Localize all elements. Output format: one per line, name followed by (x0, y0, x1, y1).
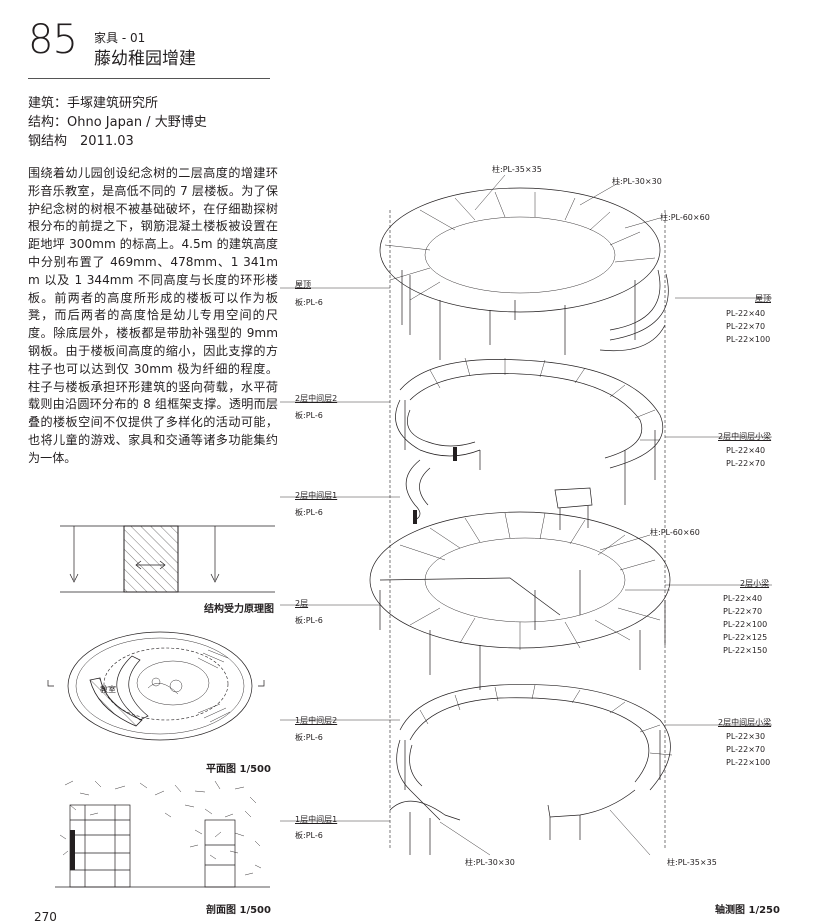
label-f2mid2: 2层中间层2 (295, 394, 338, 403)
label-roof-left-plate: 板:PL-6 (295, 298, 323, 307)
section-drawing (55, 780, 270, 888)
label-roof-right: 屋顶 (755, 294, 771, 303)
page-number: 85 (28, 17, 78, 63)
credit-structure: 结构：Ohno Japan / 大野博史 (28, 115, 207, 130)
footer-page-number: 270 (34, 910, 57, 924)
roof-beam-2: PL-22×70 (726, 322, 766, 331)
plan-drawing (47, 631, 265, 741)
project-description: 围绕着幼儿园创设纪念树的二层高度的增建环形音乐教室，是高低不同的 7 层楼板。为… (28, 166, 278, 465)
label-col-top3: 柱:PL-60×60 (660, 213, 710, 222)
roof-beam-1: PL-22×40 (726, 309, 766, 318)
label-f2: 2层 (295, 599, 309, 608)
section-caption: 剖面图 1/500 (206, 905, 271, 916)
plan-caption: 平面图 1/500 (206, 764, 271, 775)
label-f2mid-beam-title: 2层中间层小梁 (718, 432, 772, 441)
roof-beam-3: PL-22×100 (726, 335, 771, 344)
plan-room-label: 教室 (100, 685, 116, 694)
f2-beam-1: PL-22×40 (723, 594, 763, 603)
f2-beam-2: PL-22×70 (723, 607, 763, 616)
label-col-bot2: 柱:PL-35×35 (667, 858, 717, 867)
credit-type-date: 钢结构 2011.03 (28, 134, 134, 149)
label-col-top2: 柱:PL-30×30 (612, 177, 662, 186)
label-f1mid2: 1层中间层2 (295, 716, 338, 725)
f2mid-beam-2: PL-22×70 (726, 459, 766, 468)
header-divider (28, 78, 270, 79)
f2-beam-4: PL-22×125 (723, 633, 768, 642)
f1mid-beam-1: PL-22×30 (726, 732, 766, 741)
f2mid-beam-1: PL-22×40 (726, 446, 766, 455)
f1mid-beam-2: PL-22×70 (726, 745, 766, 754)
label-roof-left: 屋顶 (295, 280, 311, 289)
axon-caption: 轴测图 1/250 (715, 905, 780, 916)
label-f2-plate: 板:PL-6 (295, 616, 323, 625)
label-f2mid1: 2层中间层1 (295, 491, 338, 500)
label-col-mid: 柱:PL-60×60 (650, 528, 700, 537)
category-label: 家具 - 01 (94, 31, 146, 45)
structure-diagram (60, 525, 275, 593)
label-f2mid1-plate: 板:PL-6 (295, 508, 323, 517)
label-f2-beam-title: 2层小梁 (740, 579, 770, 588)
f2-beam-3: PL-22×100 (723, 620, 768, 629)
f1mid-beam-3: PL-22×100 (726, 758, 771, 767)
credit-architecture: 建筑：手塚建筑研究所 (28, 96, 159, 111)
label-f1mid2-plate: 板:PL-6 (295, 733, 323, 742)
label-col-top1: 柱:PL-35×35 (492, 165, 542, 174)
label-col-bot1: 柱:PL-30×30 (465, 858, 515, 867)
label-f1mid1: 1层中间层1 (295, 815, 338, 824)
label-f1mid-beam-title: 2层中间层小梁 (718, 718, 772, 727)
label-f2mid2-plate: 板:PL-6 (295, 411, 323, 420)
axonometric-drawing (280, 174, 772, 856)
structure-caption: 结构受力原理图 (204, 604, 274, 615)
f2-beam-5: PL-22×150 (723, 646, 768, 655)
page-title: 藤幼稚园增建 (94, 49, 196, 69)
label-f1mid1-plate: 板:PL-6 (295, 831, 323, 840)
